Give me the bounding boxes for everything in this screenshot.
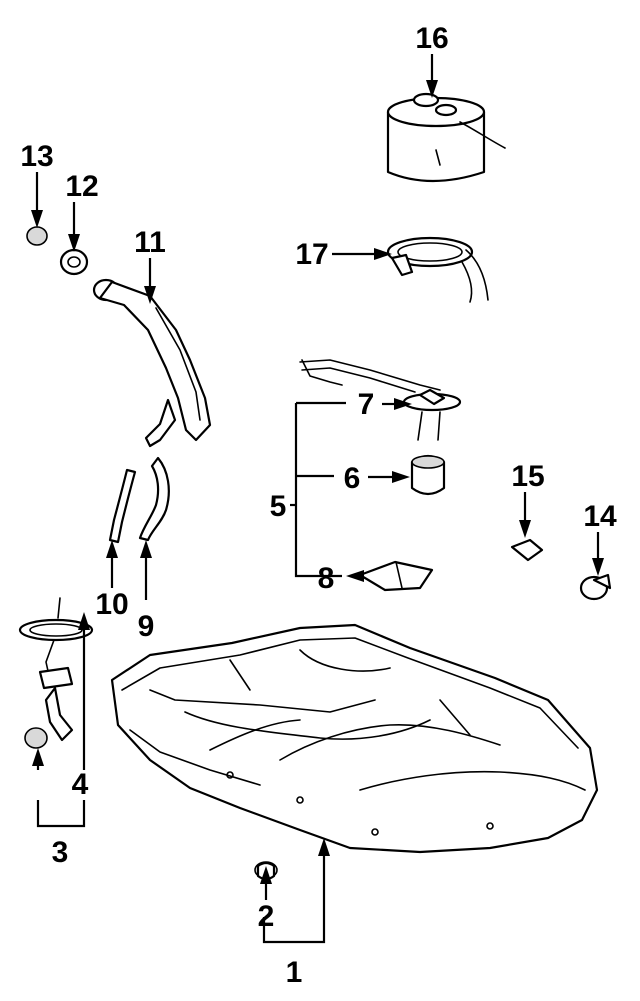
- callout-15: 15: [511, 460, 544, 493]
- callout-labels: 1 2 3 4 5 6 7 8 9 10 11 12 13 14 15 16 1…: [20, 22, 617, 989]
- charcoal-canister: [386, 92, 506, 183]
- callout-17: 17: [295, 238, 328, 271]
- callout-8: 8: [318, 562, 335, 595]
- callout-13: 13: [20, 140, 53, 173]
- callout-10: 10: [95, 588, 128, 621]
- callout-11: 11: [134, 226, 166, 259]
- fuel-pump-assembly: [299, 359, 462, 496]
- callout-14: 14: [583, 500, 617, 533]
- leader-lines: [31, 54, 604, 944]
- pump-filter: [358, 560, 434, 592]
- callout-4: 4: [72, 768, 89, 801]
- callout-3: 3: [52, 836, 69, 869]
- callout-7: 7: [358, 388, 375, 421]
- breather-hose: [108, 468, 137, 544]
- callout-6: 6: [344, 462, 361, 495]
- fuel-gauge-sender: [18, 597, 94, 749]
- callout-5: 5: [270, 490, 287, 523]
- fuel-tank: [110, 623, 599, 854]
- pump-bracket: [386, 236, 489, 303]
- callout-9: 9: [138, 610, 155, 643]
- filler-gasket: [59, 248, 89, 276]
- hose-clamp: [510, 538, 544, 562]
- clip: [26, 226, 48, 246]
- filler-hose: [138, 456, 170, 542]
- filler-neck: [92, 278, 212, 448]
- sensor: [579, 573, 612, 601]
- callout-12: 12: [65, 170, 98, 203]
- callout-16: 16: [415, 22, 448, 55]
- callout-1: 1: [286, 956, 303, 989]
- callout-2: 2: [258, 900, 275, 933]
